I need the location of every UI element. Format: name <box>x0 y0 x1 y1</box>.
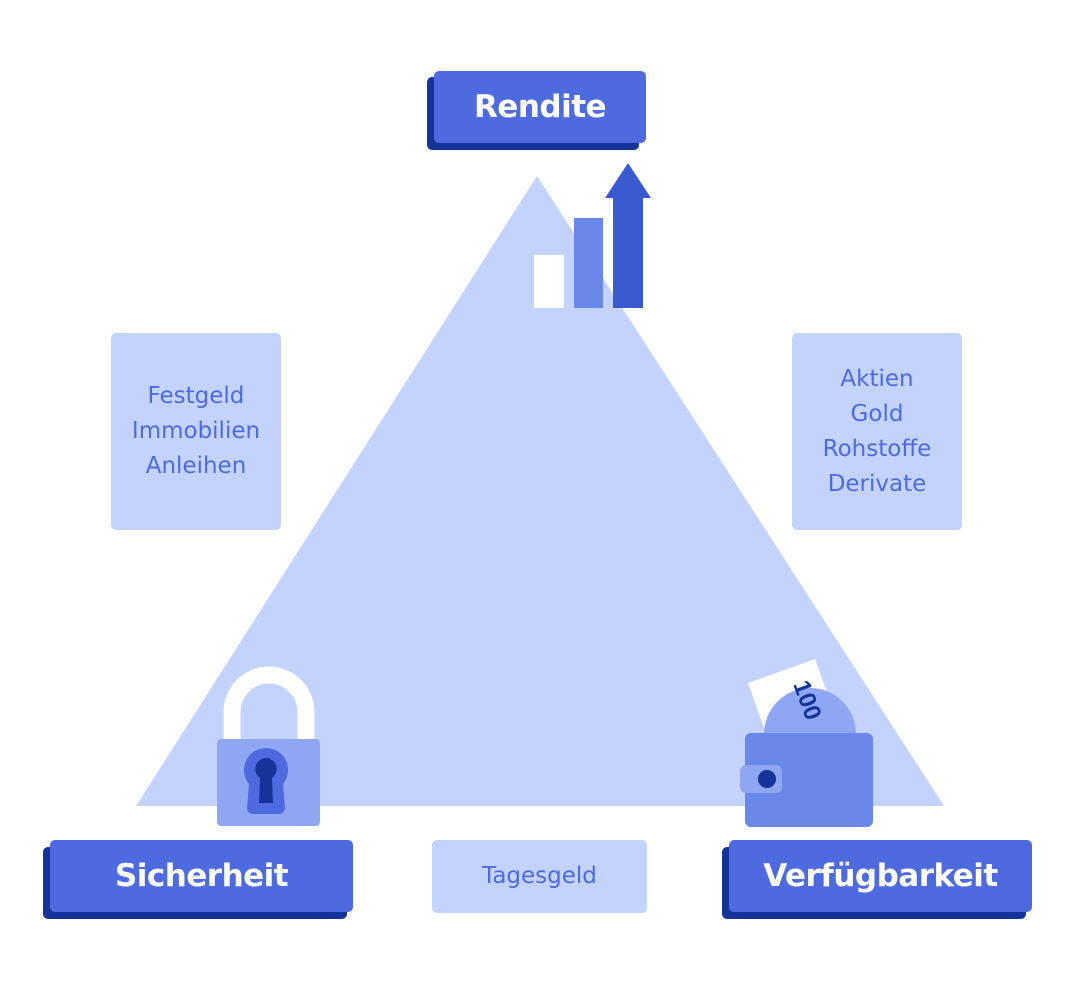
label-face: Rendite <box>434 71 646 143</box>
bar-chart-arrow-up-icon <box>534 163 651 308</box>
info-box-bottom: Tagesgeld <box>432 840 647 913</box>
list-item: Anleihen <box>145 453 247 479</box>
arrow-shaft <box>613 196 643 308</box>
vertex-label-sicherheit: Sicherheit <box>43 840 355 920</box>
triangle <box>136 176 944 806</box>
info-box-bottom-list: Tagesgeld <box>482 859 597 894</box>
verfuegbarkeit-label: Verfügbarkeit <box>763 858 998 894</box>
label-face: Sicherheit <box>50 840 353 912</box>
vertex-label-rendite: Rendite <box>427 71 647 151</box>
list-item: Immobilien <box>131 418 261 444</box>
padlock-shackle <box>223 666 315 745</box>
sicherheit-label: Sicherheit <box>114 858 289 894</box>
wallet-body <box>745 733 873 827</box>
list-item: Derivate <box>827 470 927 497</box>
list-item: Aktien <box>840 365 914 392</box>
wallet-with-banknote-icon: 100 <box>740 659 873 827</box>
label-face: Verfügbarkeit <box>729 840 1032 912</box>
bar-small <box>534 255 564 308</box>
wallet-button <box>758 770 776 788</box>
keyhole-inner <box>255 758 277 803</box>
padlock-icon <box>217 666 320 826</box>
bar-medium <box>574 218 603 308</box>
wallet-pocket <box>764 688 856 734</box>
list-item: Gold <box>850 400 904 427</box>
arrow-head <box>605 163 651 198</box>
info-box-left-list: Festgeld Immobilien Anleihen <box>132 379 260 484</box>
list-item: Tagesgeld <box>482 863 597 889</box>
list-item: Rohstoffe <box>822 435 932 462</box>
info-box-right-list: Aktien Gold Rohstoffe Derivate <box>823 362 932 502</box>
rendite-label: Rendite <box>473 89 607 125</box>
info-box-left: Festgeld Immobilien Anleihen <box>111 333 281 530</box>
info-box-right: Aktien Gold Rohstoffe Derivate <box>792 333 962 530</box>
vertex-label-verfuegbarkeit: Verfügbarkeit <box>722 840 1034 920</box>
list-item: Festgeld <box>147 383 245 409</box>
